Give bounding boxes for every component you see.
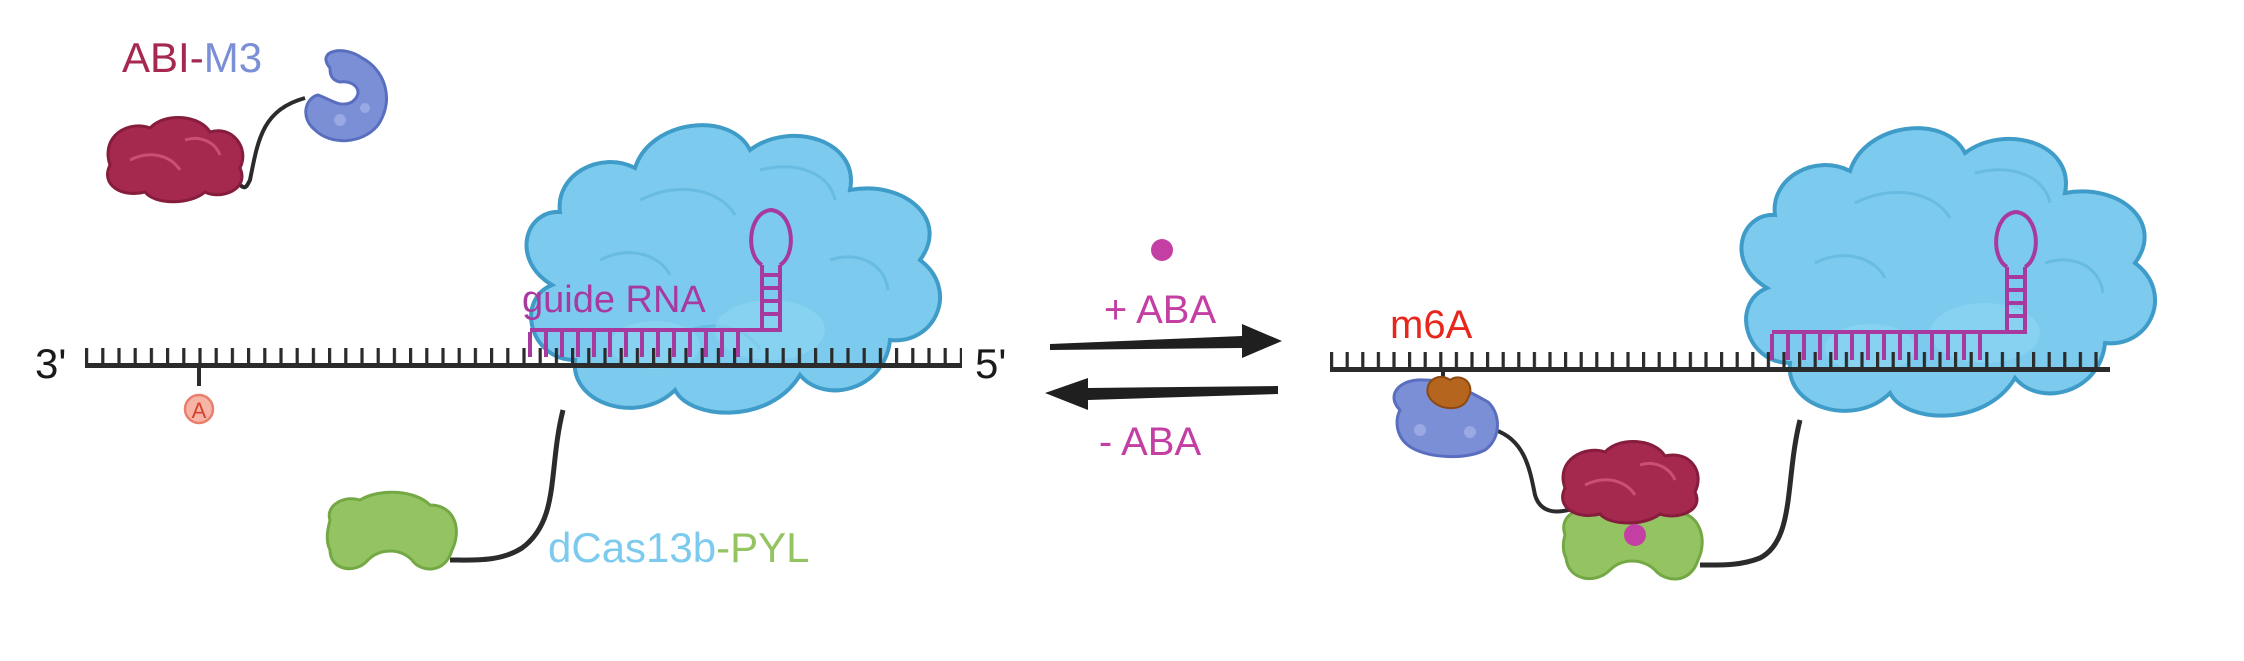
left-panel: A 3' 5' guide RNA ABI-M3 dCas13b-PYL [35,34,1006,571]
dcas13b-pyl-label: dCas13b-PYL [548,524,810,571]
abi-m3-dash: - [190,34,204,81]
guide-rna-label: guide RNA [522,279,706,321]
adenosine-letter: A [192,398,207,423]
m3-domain-bound [1392,378,1499,459]
guide-rna-left [528,207,793,357]
forward-arrow [1050,324,1282,358]
abi-m3-fusion [106,49,388,204]
reverse-arrow [1045,378,1278,410]
minus-aba-label: - ABA [1099,420,1202,464]
dcas13b-pyl-linker [449,409,566,563]
aba-molecule-bound [1624,524,1646,546]
m3-label: M3 [204,34,262,81]
abi-pyl-complex [1561,439,1704,581]
reaction-arrows: + ABA - ABA [1045,239,1282,464]
dcas13b-pyl-linker-right [1699,419,1803,568]
three-prime-end-label: 3' [35,340,66,387]
dcas13b-label: dCas13b [548,524,716,571]
m6a-modification [1426,375,1472,410]
right-panel: m6A [1330,126,2157,581]
pyl-domain-left [325,490,458,571]
dcas13b-pyl-dash: - [716,524,730,571]
adenosine-site: A [183,393,215,425]
abi-domain-right [1561,439,1700,525]
abi-label: ABI [122,34,190,81]
pyl-label: PYL [730,524,809,571]
target-rna-strand-left [85,348,962,386]
guide-rna-right [1770,209,2038,360]
aba-molecule [1151,239,1173,261]
abi-m3-linker [230,96,306,190]
dcas13b-protein-right [1739,126,2157,418]
five-prime-end-label: 5' [975,340,1006,387]
m3-abi-linker-right [1494,428,1576,514]
plus-aba-label: + ABA [1104,288,1217,332]
abi-domain [106,115,245,204]
dcas13b-protein [524,123,942,415]
m6a-label: m6A [1390,303,1473,347]
abi-m3-label: ABI-M3 [122,34,262,81]
m3-domain [304,49,388,143]
